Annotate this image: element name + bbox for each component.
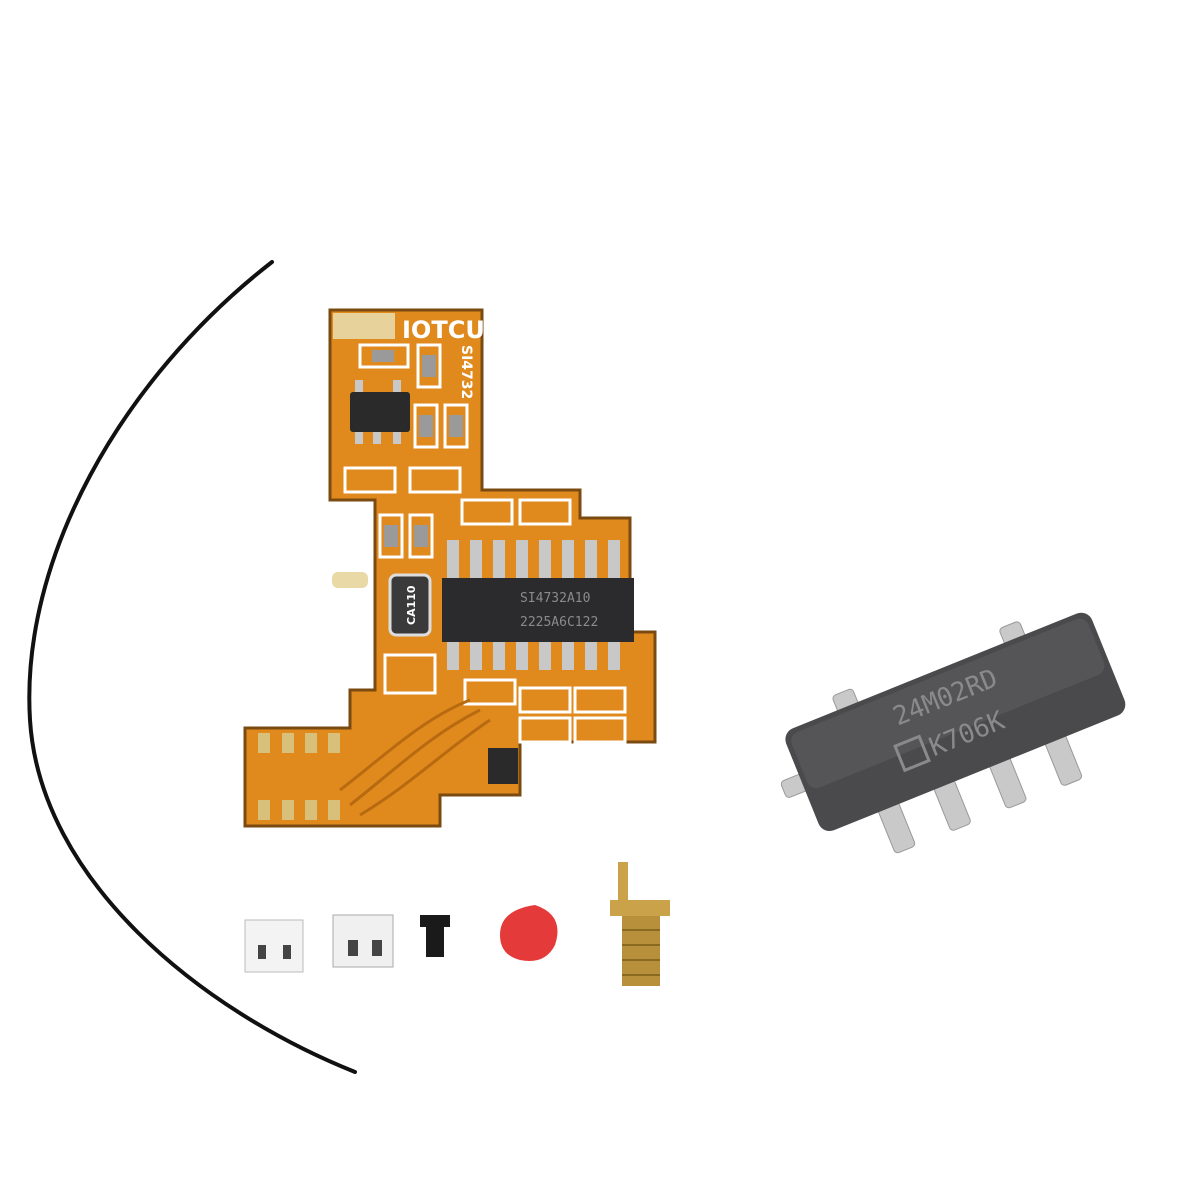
antenna-pad bbox=[332, 572, 368, 588]
transistor-chip bbox=[350, 392, 410, 432]
radio-module-pcb: IOTCU SI4732 bbox=[243, 308, 657, 828]
radio-ic bbox=[442, 578, 634, 642]
smd-components bbox=[343, 343, 627, 744]
gold-pad bbox=[333, 313, 395, 339]
jumper-white-1 bbox=[244, 919, 304, 973]
ic-line2: 2225A6C122 bbox=[520, 615, 598, 630]
sma-connector bbox=[610, 862, 670, 986]
model-label: SI4732 bbox=[458, 345, 474, 399]
antenna-wire bbox=[27, 260, 357, 1074]
jumper-white-2 bbox=[332, 914, 394, 968]
st-logo bbox=[893, 734, 931, 773]
crystal bbox=[388, 573, 432, 637]
small-transistor bbox=[488, 748, 518, 784]
jumper-black bbox=[420, 915, 450, 957]
crystal-label: CA110 bbox=[405, 585, 418, 625]
brand-label: IOTCU bbox=[402, 316, 485, 344]
red-cap bbox=[500, 905, 558, 961]
ic-line1: SI4732A10 bbox=[520, 591, 590, 606]
eeprom-chip: 24M02RD K706K bbox=[780, 612, 1126, 854]
